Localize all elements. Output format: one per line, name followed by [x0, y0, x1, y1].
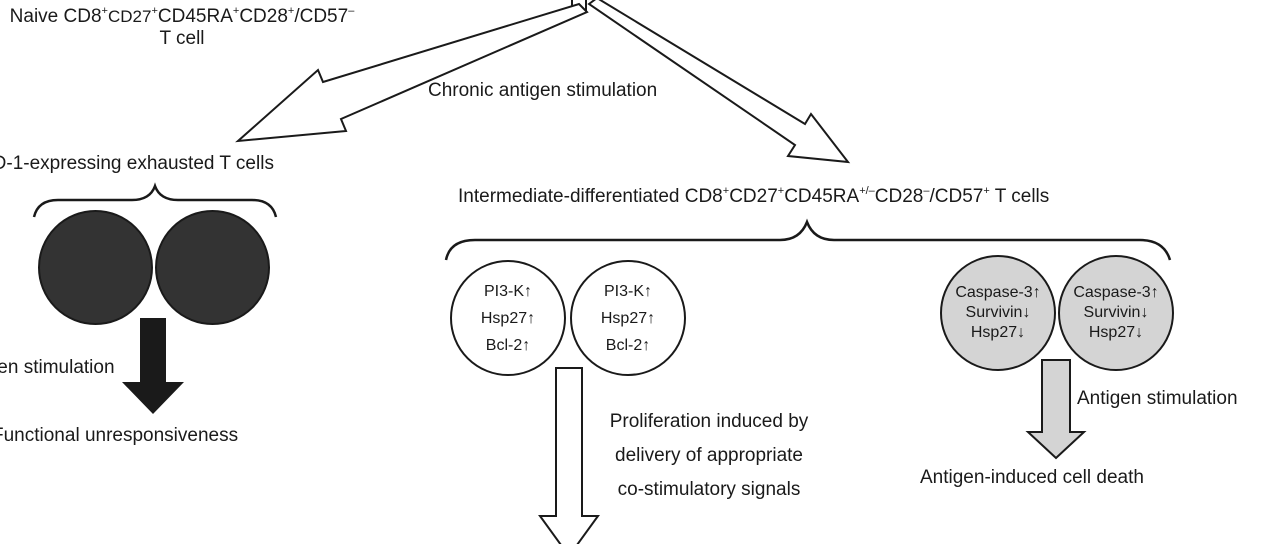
exhausted-cell: [155, 210, 270, 325]
gray-down-arrow: [1025, 359, 1087, 460]
chronic-stimulation-label: Chronic antigen stimulation: [428, 80, 658, 101]
intermediate-cells-label: Intermediate-differentiated CD8+CD27+CD4…: [458, 185, 1050, 208]
right-diagonal-arrow: [587, 0, 851, 164]
naive-cell-line2: T cell: [159, 28, 205, 49]
apoptotic-cell: Caspase-3↑ Survivin↓ Hsp27↓: [1058, 255, 1174, 371]
proliferating-cell: PI3-K↑ Hsp27↑ Bcl-2↑: [450, 260, 566, 376]
intermediate-brace: [444, 218, 1172, 261]
marker-caspase3: Caspase-3↑: [955, 284, 1041, 301]
marker-hsp27: Hsp27↓: [1088, 324, 1144, 341]
marker-survivin: Survivin↓: [965, 304, 1031, 321]
left-diagonal-arrow: [235, 2, 589, 143]
functional-unresponsiveness-label: Functional unresponsiveness: [0, 425, 239, 446]
naive-cell-line1: Naive CD8+CD27+CD45RA+CD28+/CD57–: [9, 5, 355, 28]
marker-pi3k: PI3-K↑: [603, 282, 652, 300]
proliferation-down-arrow: [538, 367, 600, 544]
apoptotic-cell: Caspase-3↑ Survivin↓ Hsp27↓: [940, 255, 1056, 371]
left-antigen-stimulation-label: Antigen stimulation: [0, 357, 115, 378]
exhausted-cells-label: PD-1-expressing exhausted T cells: [0, 153, 274, 174]
right-antigen-stimulation-label: Antigen stimulation: [1077, 388, 1238, 409]
marker-hsp27: Hsp27↑: [480, 309, 536, 327]
black-down-arrow: [122, 318, 184, 414]
proliferation-label: Proliferation induced by delivery of app…: [609, 411, 809, 500]
marker-pi3k: PI3-K↑: [483, 282, 532, 300]
cell-death-label: Antigen-induced cell death: [920, 467, 1144, 488]
marker-bcl2: Bcl-2↑: [485, 336, 531, 354]
marker-caspase3: Caspase-3↑: [1073, 284, 1159, 301]
marker-bcl2: Bcl-2↑: [605, 336, 651, 354]
proliferating-cell: PI3-K↑ Hsp27↑ Bcl-2↑: [570, 260, 686, 376]
marker-survivin: Survivin↓: [1083, 304, 1149, 321]
marker-hsp27: Hsp27↑: [600, 309, 656, 327]
exhausted-brace: [32, 182, 278, 218]
marker-hsp27: Hsp27↓: [970, 324, 1026, 341]
naive-cell-label: Naive CD8+CD27+CD45RA+CD28+/CD57– T cell: [0, 6, 372, 50]
exhausted-cell: [38, 210, 153, 325]
